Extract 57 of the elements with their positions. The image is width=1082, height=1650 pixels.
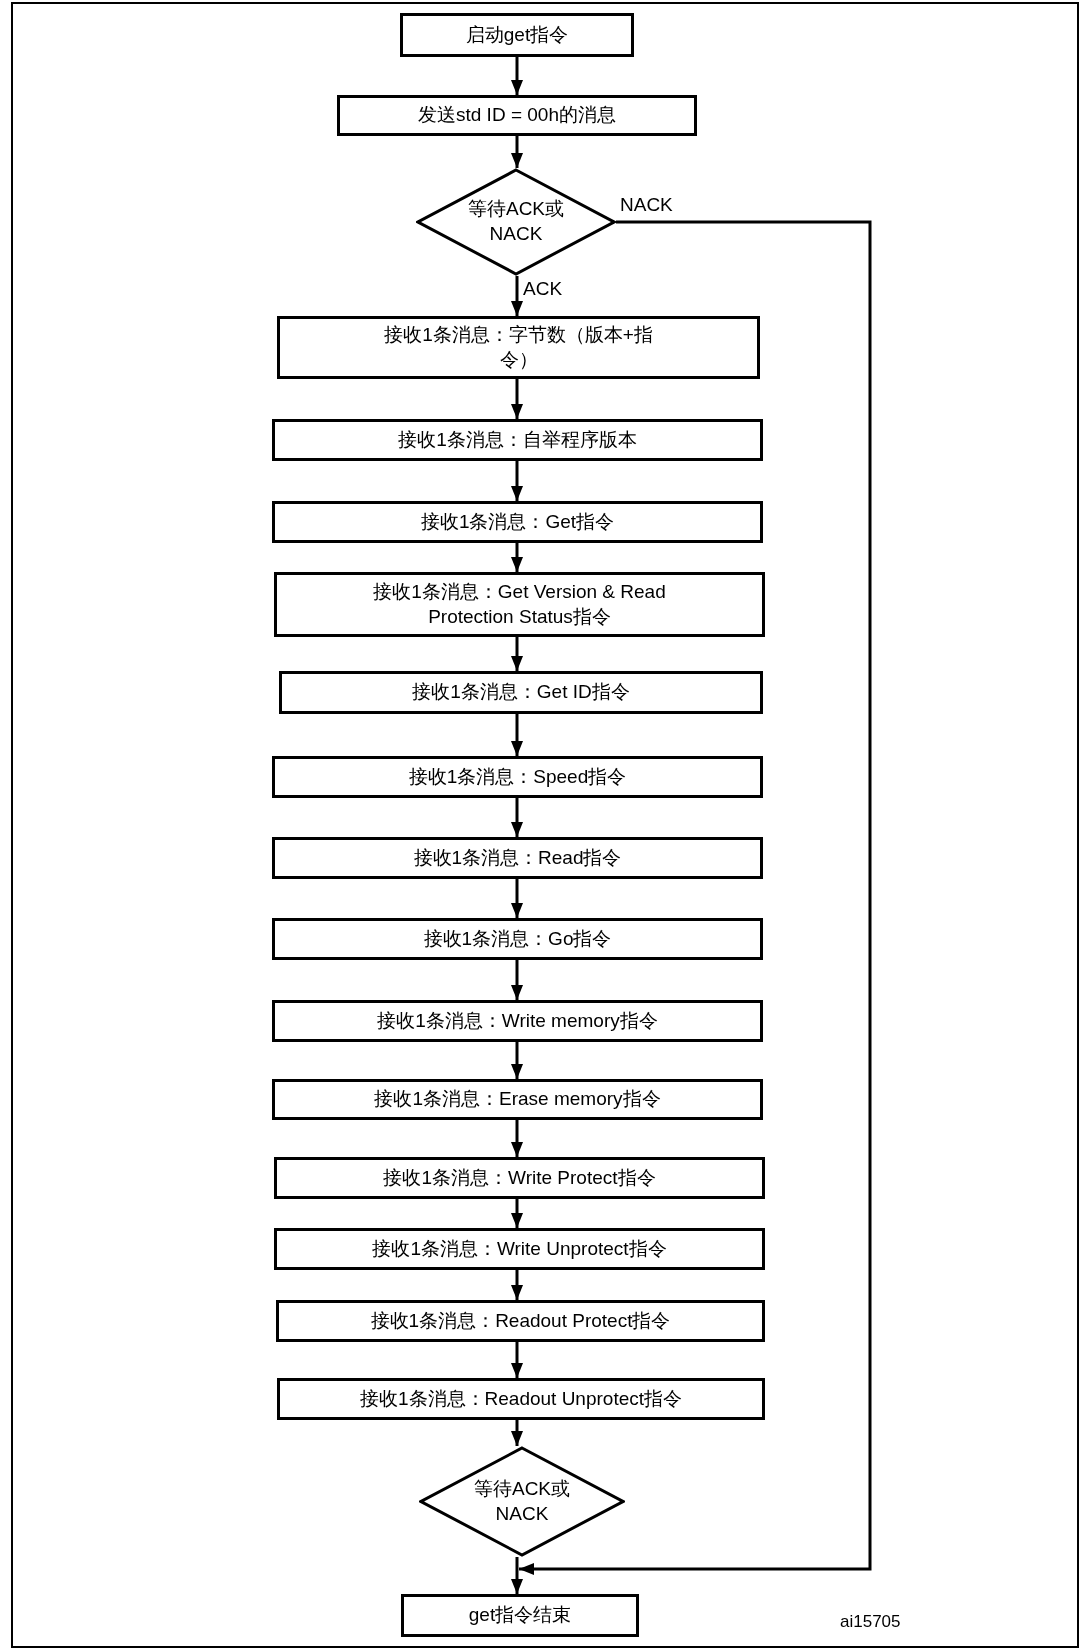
decision-diamond (416, 168, 616, 276)
arrow (511, 136, 523, 168)
process-box (272, 756, 763, 798)
arrow (511, 1557, 523, 1594)
arrow (511, 379, 523, 419)
node-text: 接收1条消息：Readout Protect指令 (370, 1308, 671, 1333)
node-text: 接收1条消息：Erase memory指令 (374, 1087, 661, 1112)
node-text: 等待ACK或NACK (472, 1476, 572, 1526)
node-text: 启动get指令 (465, 22, 569, 47)
process-box (272, 419, 763, 461)
process-box (272, 1079, 763, 1120)
node-text: 接收1条消息：Write memory指令 (377, 1008, 658, 1033)
process-box (272, 1000, 763, 1042)
node-text: get指令结束 (468, 1603, 572, 1628)
process-box (272, 837, 763, 879)
process-box (274, 1157, 765, 1199)
node-text: 接收1条消息：Get ID指令 (412, 680, 630, 705)
process-box (272, 918, 763, 960)
node-text: 发送std ID = 00h的消息 (418, 103, 616, 128)
node-text: 接收1条消息：Write Protect指令 (383, 1165, 656, 1190)
process-box (401, 1594, 639, 1637)
arrow (511, 798, 523, 837)
arrow (511, 276, 523, 316)
decision-diamond (419, 1446, 625, 1557)
arrow (511, 57, 523, 95)
node-text: 等待ACK或NACK (466, 197, 566, 246)
node-text: 接收1条消息：Go指令 (423, 926, 612, 951)
arrow (511, 960, 523, 1000)
node-text: 接收1条消息：Speed指令 (408, 764, 627, 789)
arrow (511, 1420, 523, 1446)
process-box (276, 1300, 765, 1342)
figure-id: ai15705 (840, 1612, 901, 1632)
process-box (274, 572, 765, 637)
arrow (511, 543, 523, 572)
arrow (511, 461, 523, 501)
process-box (277, 1378, 765, 1420)
arrow (511, 714, 523, 756)
arrow (511, 1042, 523, 1079)
process-box (274, 1228, 765, 1270)
node-text: 接收1条消息：Write Unprotect指令 (372, 1236, 667, 1261)
node-text: 接收1条消息：Get指令 (420, 509, 615, 534)
node-text: 接收1条消息：自举程序版本 (398, 427, 637, 452)
arrow (511, 879, 523, 918)
node-text: 接收1条消息：Read指令 (413, 845, 622, 870)
arrow (511, 1270, 523, 1300)
arrow (511, 1199, 523, 1228)
process-box (279, 671, 763, 714)
node-text: 接收1条消息：Readout Unprotect指令 (359, 1386, 683, 1411)
process-box (277, 316, 760, 379)
arrow (511, 1342, 523, 1378)
node-text: 接收1条消息：Get Version & Read Protection Status指令 (372, 579, 667, 629)
arrow (511, 637, 523, 671)
node-text: 接收1条消息：字节数（版本+指令） (383, 322, 654, 372)
process-box (272, 501, 763, 543)
arrow (511, 1120, 523, 1157)
process-box (337, 95, 697, 136)
process-box (400, 13, 634, 57)
